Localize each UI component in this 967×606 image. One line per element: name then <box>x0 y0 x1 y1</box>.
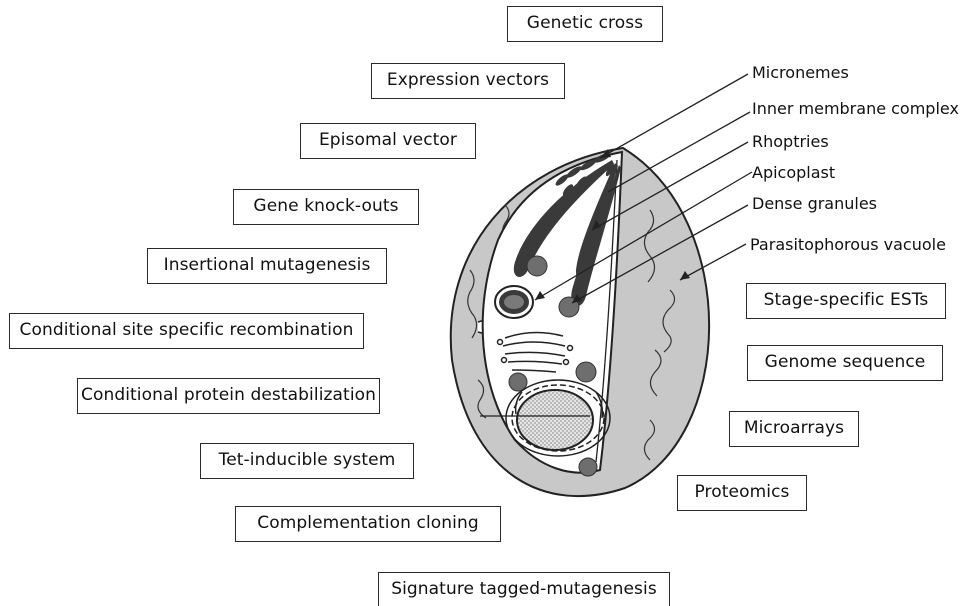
genetic-cross-box: Genetic cross <box>507 6 663 42</box>
conditional-destabilization-box: Conditional protein destabilization <box>77 378 380 414</box>
genome-sequence-box: Genome sequence <box>747 345 943 381</box>
insertional-mutagenesis-box: Insertional mutagenesis <box>147 248 387 284</box>
microarrays-box: Microarrays <box>729 411 859 447</box>
label-rhoptries: Rhoptries <box>752 132 829 152</box>
label-micronemes: Micronemes <box>752 63 849 83</box>
signature-tagged-mutagenesis-box: Signature tagged-mutagenesis <box>378 572 670 606</box>
episomal-vector-box: Episomal vector <box>300 123 476 159</box>
tet-inducible-box: Tet-inducible system <box>200 443 414 479</box>
label-parasitophorous-vacuole: Parasitophorous vacuole <box>750 235 946 255</box>
stage-specific-ests-box: Stage-specific ESTs <box>746 283 946 319</box>
label-dense-granules: Dense granules <box>752 194 877 214</box>
nucleus <box>517 390 593 450</box>
expression-vectors-box: Expression vectors <box>371 63 565 99</box>
apicoplast <box>495 286 533 318</box>
label-apicoplast: Apicoplast <box>752 163 835 183</box>
complementation-cloning-box: Complementation cloning <box>235 506 501 542</box>
conditional-recombination-box: Conditional site specific recombination <box>9 313 364 349</box>
proteomics-box: Proteomics <box>677 475 807 511</box>
label-inner-membrane-complex: Inner membrane complex <box>752 99 959 119</box>
gene-knock-outs-box: Gene knock-outs <box>233 189 419 225</box>
